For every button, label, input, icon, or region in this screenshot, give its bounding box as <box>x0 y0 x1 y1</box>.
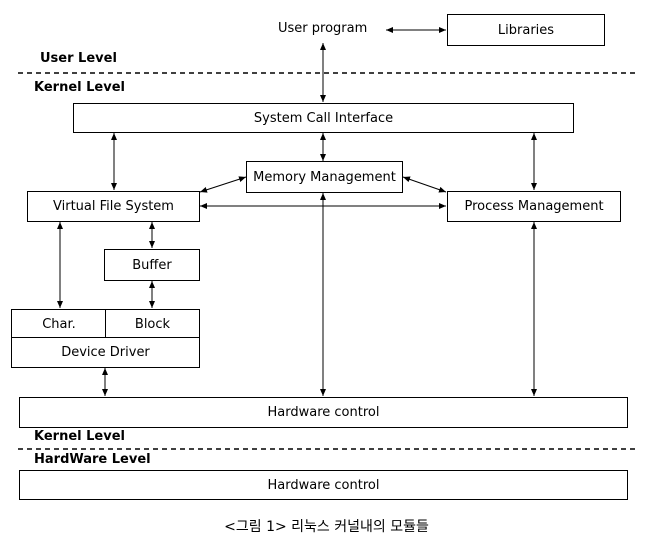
user-level-label: User Level <box>40 51 117 66</box>
block-box: Block <box>105 309 200 339</box>
arrow-memory-process <box>402 176 447 193</box>
memory-management-box: Memory Management <box>246 161 403 193</box>
char-box: Char. <box>11 309 107 339</box>
user-program-label: User program <box>278 21 368 36</box>
device-driver-box: Device Driver <box>11 337 200 368</box>
system-call-interface-box: System Call Interface <box>73 103 574 133</box>
hardware-level-label: HardWare Level <box>34 452 151 467</box>
process-management-box: Process Management <box>447 191 621 222</box>
buffer-box: Buffer <box>104 249 200 281</box>
arrow-memory-vfs <box>199 176 247 193</box>
kernel-level-bottom-label: Kernel Level <box>34 429 125 444</box>
hardware-control-kernel-box: Hardware control <box>19 397 628 428</box>
libraries-box: Libraries <box>447 14 605 46</box>
hardware-control-hw-box: Hardware control <box>19 470 628 500</box>
virtual-file-system-box: Virtual File System <box>27 191 200 222</box>
kernel-level-top-label: Kernel Level <box>34 80 125 95</box>
figure-caption: <그림 1> 리눅스 커널내의 모듈들 <box>224 519 429 535</box>
